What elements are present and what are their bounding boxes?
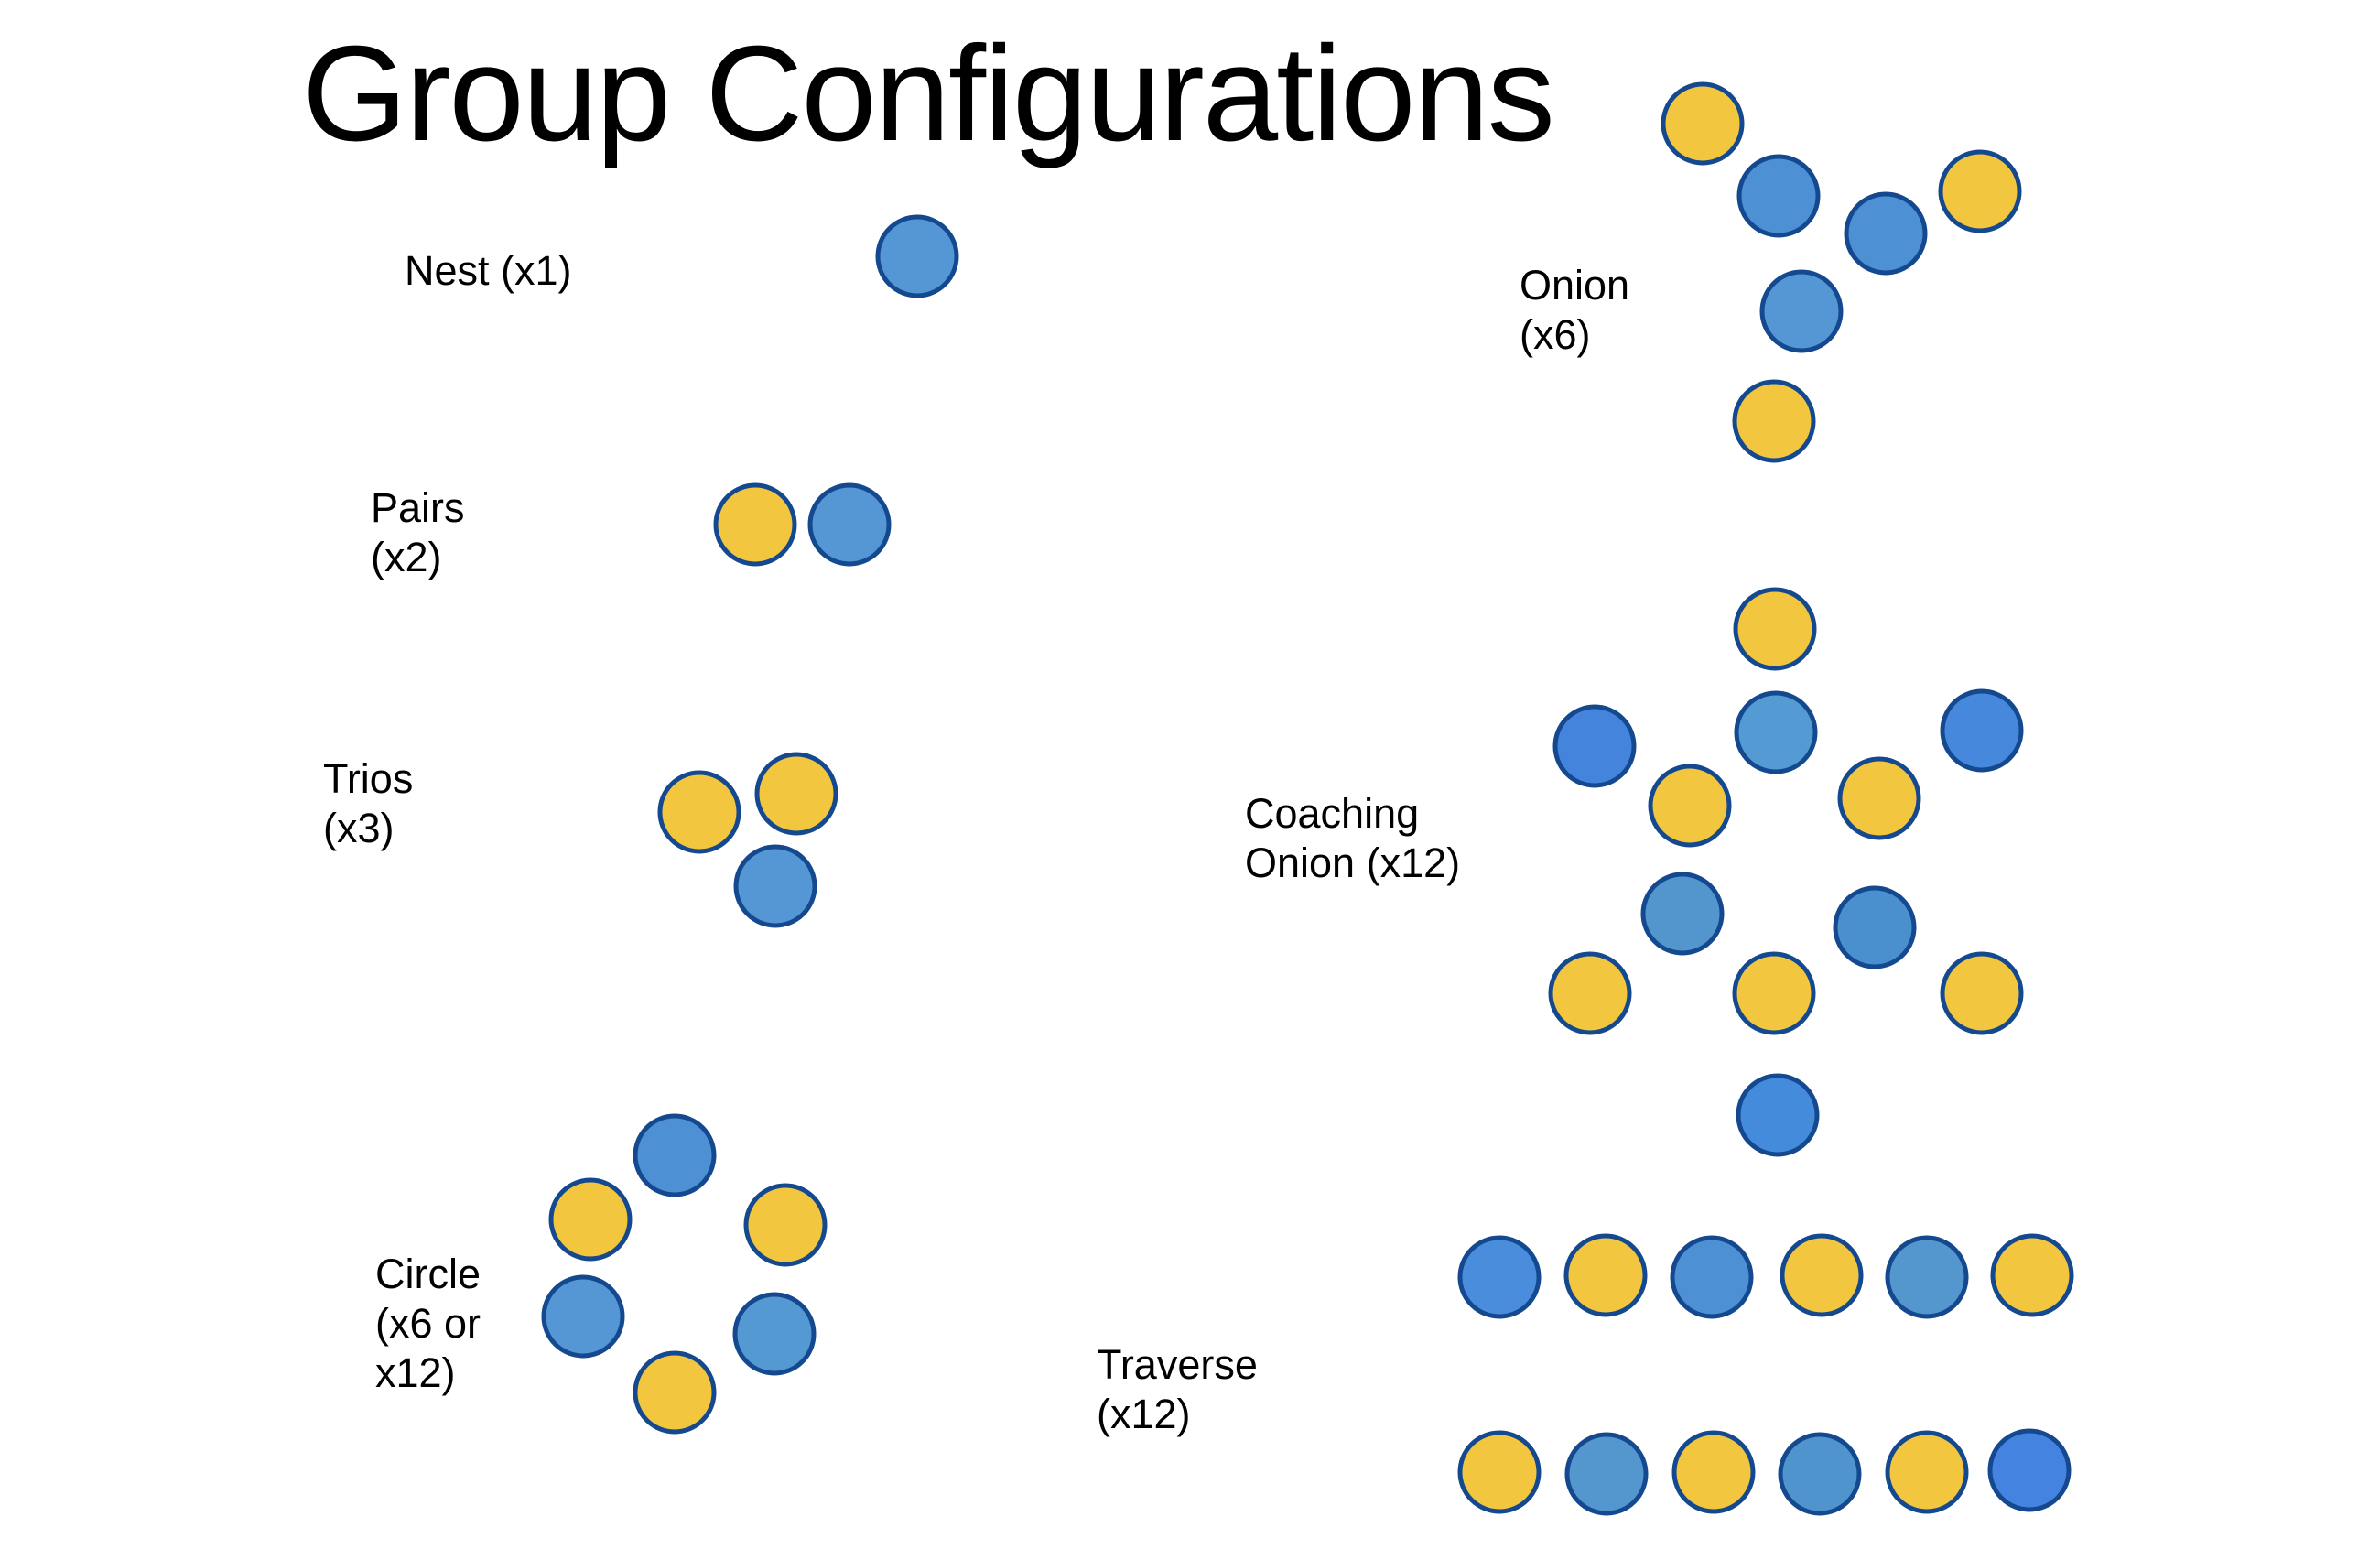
coaching-onion-blue-member-circle xyxy=(1833,885,1917,969)
coaching-onion-yellow-member-circle xyxy=(1732,951,1816,1035)
circle-yellow-member-circle xyxy=(743,1183,828,1267)
traverse-yellow-member-circle xyxy=(1457,1430,1542,1514)
trios-label-line: Trios xyxy=(323,755,414,802)
pairs-yellow-member-circle xyxy=(713,482,797,567)
coaching-onion-yellow-member-circle xyxy=(1733,587,1817,671)
circle-blue-member-circle xyxy=(633,1113,717,1197)
onion-blue-member-circle xyxy=(1759,269,1844,353)
coaching-onion-label-line: Onion (x12) xyxy=(1245,839,1461,886)
traverse-yellow-member-circle xyxy=(1780,1233,1864,1317)
pairs-label: Pairs(x2) xyxy=(371,483,465,582)
onion-yellow-member-circle xyxy=(1661,81,1745,166)
traverse-blue-member-circle xyxy=(1670,1235,1754,1319)
circle-yellow-member-circle xyxy=(548,1177,633,1262)
coaching-onion-blue-member-circle xyxy=(1736,1073,1820,1157)
circle-label-line: Circle xyxy=(375,1251,481,1297)
onion-label-line: Onion xyxy=(1520,262,1630,309)
traverse-label-line: (x12) xyxy=(1097,1391,1191,1437)
onion-yellow-member-circle xyxy=(1732,379,1816,463)
coaching-onion-blue-member-circle xyxy=(1640,872,1725,956)
traverse-blue-member-circle xyxy=(1564,1432,1649,1516)
trios-yellow-member-circle xyxy=(657,770,741,854)
trios-blue-member-circle xyxy=(733,844,817,928)
nest-label-line: Nest (x1) xyxy=(405,247,572,294)
circle-label-line: x12) xyxy=(375,1349,456,1396)
traverse-yellow-member-circle xyxy=(1885,1430,1969,1514)
circle-label-line: (x6 or xyxy=(375,1300,481,1347)
coaching-onion-yellow-member-circle xyxy=(1548,951,1632,1035)
coaching-onion-yellow-member-circle xyxy=(1837,756,1921,840)
traverse-label-line: Traverse xyxy=(1097,1341,1258,1388)
trios-label: Trios(x3) xyxy=(323,754,413,853)
trios-yellow-member-circle xyxy=(754,752,838,836)
pairs-label-line: Pairs xyxy=(371,484,465,531)
coaching-onion-yellow-member-circle xyxy=(1648,764,1732,848)
traverse-blue-member-circle xyxy=(1457,1235,1542,1319)
page-title: Group Configurations xyxy=(302,18,1555,169)
coaching-onion-blue-member-circle xyxy=(1552,704,1637,788)
traverse-yellow-member-circle xyxy=(1563,1233,1648,1317)
coaching-onion-yellow-member-circle xyxy=(1940,951,2024,1035)
traverse-yellow-member-circle xyxy=(1990,1233,2074,1317)
traverse-label: Traverse(x12) xyxy=(1097,1340,1258,1439)
onion-blue-member-circle xyxy=(1844,191,1928,276)
nest-label: Nest (x1) xyxy=(405,246,572,296)
onion-label: Onion(x6) xyxy=(1520,261,1629,360)
traverse-blue-member-circle xyxy=(1885,1235,1969,1319)
circle-blue-member-circle xyxy=(732,1292,817,1376)
coaching-onion-label-line: Coaching xyxy=(1245,790,1420,837)
coaching-onion-blue-member-circle xyxy=(1940,688,2024,773)
traverse-blue-member-circle xyxy=(1987,1428,2072,1512)
circle-yellow-member-circle xyxy=(633,1350,717,1435)
onion-blue-member-circle xyxy=(1736,154,1821,238)
circle-blue-member-circle xyxy=(541,1274,625,1359)
onion-yellow-member-circle xyxy=(1938,149,2022,233)
pairs-label-line: (x2) xyxy=(371,534,442,580)
nest-blue-member-circle xyxy=(875,214,959,298)
traverse-yellow-member-circle xyxy=(1671,1430,1756,1514)
trios-label-line: (x3) xyxy=(323,805,395,851)
traverse-blue-member-circle xyxy=(1778,1432,1862,1516)
pairs-blue-member-circle xyxy=(807,482,892,567)
onion-label-line: (x6) xyxy=(1520,311,1591,358)
coaching-onion-blue-member-circle xyxy=(1734,690,1818,774)
